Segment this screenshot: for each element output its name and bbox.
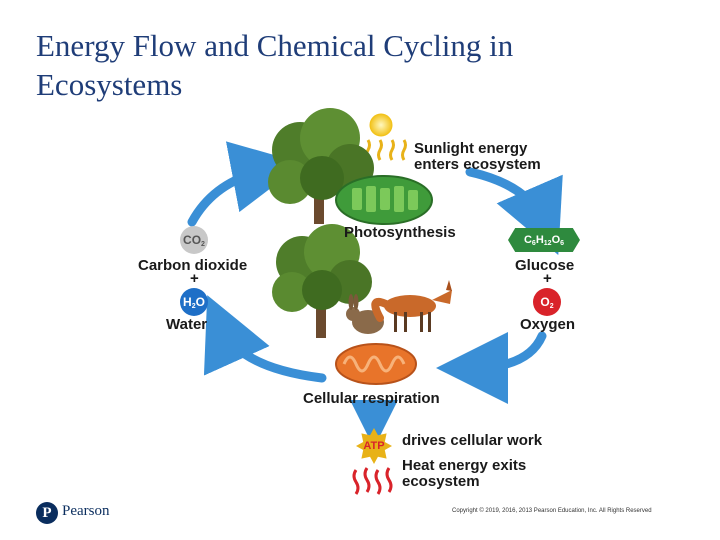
carbon-dioxide-label: Carbon dioxide — [138, 257, 248, 274]
slide-title: Energy Flow and Chemical Cycling in Ecos… — [36, 28, 514, 102]
water-label: Water — [166, 316, 208, 333]
plus-right: + — [543, 270, 552, 287]
atp-badge: ATP — [356, 428, 392, 464]
cellular-respiration-label: Cellular respiration — [303, 390, 440, 407]
tree-bottom-icon — [272, 224, 372, 338]
heat-label-line1: Heat energy exits — [402, 457, 527, 474]
chloroplast-icon — [335, 175, 433, 225]
oxygen-label: Oxygen — [520, 316, 576, 333]
pearson-brand: Pearson — [62, 503, 110, 519]
co2-badge: CO2 — [180, 226, 208, 254]
copyright-text: Copyright © 2019, 2016, 2013 Pearson Edu… — [452, 508, 652, 514]
cycle-arrow-bottom-left — [203, 295, 327, 383]
heat-icon — [352, 467, 393, 495]
drives-work-label: drives cellular work — [402, 432, 543, 449]
cycle-arrow-top-left — [187, 141, 304, 227]
fox-icon — [371, 280, 452, 332]
h2o-badge: H2O — [180, 288, 208, 316]
plus-left: + — [190, 270, 199, 287]
mitochondrion-icon — [335, 343, 417, 385]
sunlight-label-line1: Sunlight energy — [414, 140, 528, 157]
o2-badge: O2 — [533, 288, 561, 316]
cycle-arrow-bottom-right — [436, 331, 547, 404]
pearson-logo-icon: P — [36, 502, 58, 524]
heat-label-line2: ecosystem — [402, 473, 480, 490]
sunlight-label-line2: enters ecosystem — [414, 156, 541, 173]
glucose-badge: C6H12O6 — [508, 228, 580, 252]
cycle-arrow-top-right — [465, 167, 563, 256]
sun-icon — [365, 113, 407, 161]
glucose-label: Glucose — [515, 257, 575, 274]
photosynthesis-label: Photosynthesis — [344, 224, 456, 241]
